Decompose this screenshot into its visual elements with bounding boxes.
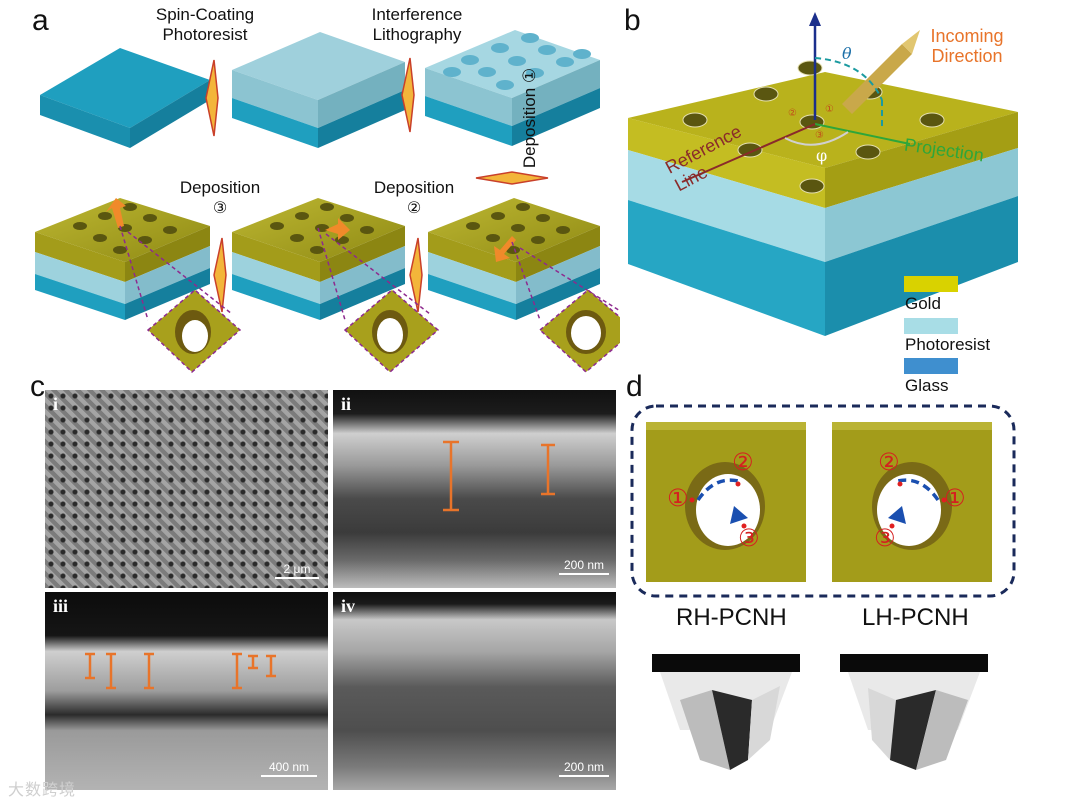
inset-tiles [146, 289, 620, 374]
legend-label-photoresist: Photoresist [905, 335, 991, 354]
sem-image-iv: iv 200 nm [333, 592, 616, 790]
svg-text:①: ① [825, 104, 834, 115]
scalebar-iii: 400 nm [261, 760, 317, 777]
step-spin-line1: Spin-Coating [155, 5, 255, 24]
scalebar-iii-text: 400 nm [268, 760, 310, 774]
step-dep3-num: ③ [212, 198, 228, 217]
scalebar-ii: 200 nm [559, 558, 609, 575]
incoming-line2: Direction [931, 46, 1003, 66]
lh-3d-render [840, 654, 988, 770]
step-spin-coating: Spin-Coating Photoresist [140, 5, 270, 45]
sem-image-i: i 2 μm [45, 390, 328, 588]
gold-slab-3 [35, 198, 210, 320]
svg-text:②: ② [788, 108, 797, 119]
panel-b-diagram: ② ① ③ [628, 12, 1018, 374]
scalebar-i-text: 2 μm [283, 562, 311, 576]
process-arrow [475, 171, 549, 185]
panel-a-label: a [32, 4, 49, 37]
incoming-direction-label: Incoming Direction [912, 26, 1022, 66]
scalebar-i: 2 μm [275, 562, 319, 579]
scalebar-iv: 200 nm [559, 760, 609, 777]
panel-b-label: b [624, 4, 641, 37]
lh-pcnh-tile [832, 422, 992, 582]
step-int-line1: Interference [371, 5, 463, 24]
rh-mark-3: ③ [738, 524, 760, 552]
step-dep1-label: Deposition [520, 87, 539, 169]
process-arrow [401, 57, 415, 133]
sem-label-ii: ii [341, 394, 352, 414]
phi-label: φ [816, 146, 828, 165]
step-deposition-1: Deposition ① [520, 58, 540, 178]
sem-image-iii: iii 400 nm [45, 592, 328, 790]
glass-slab [40, 48, 210, 148]
panel-d-diagram [630, 404, 1016, 770]
patterned-resist-slab [425, 30, 600, 146]
incoming-line1: Incoming [930, 26, 1004, 46]
legend-swatch-gold [904, 276, 958, 292]
step-spin-line2: Photoresist [162, 25, 248, 44]
gold-slab-1 [428, 198, 600, 320]
process-arrow [213, 237, 227, 313]
legend-swatch-photoresist [904, 318, 958, 334]
sem-label-i: i [53, 394, 59, 414]
step-dep1-num: ① [520, 67, 540, 84]
scalebar-iv-text: 200 nm [563, 760, 605, 774]
panel-d-label: d [626, 370, 643, 403]
sem-label-iv: iv [341, 596, 356, 616]
sem-label-iii: iii [53, 596, 69, 616]
resist-slab [232, 32, 405, 148]
rh-3d-render [652, 654, 800, 770]
thickness-markers-ii [443, 440, 555, 512]
legend-label-glass: Glass [905, 376, 949, 395]
process-arrow [409, 237, 423, 313]
panel-a-diagram [35, 30, 620, 374]
lh-pcnh-title: LH-PCNH [862, 604, 969, 631]
rh-mark-1: ① [667, 484, 689, 512]
svg-text:③: ③ [815, 130, 824, 141]
rh-pcnh-tile [646, 422, 806, 582]
rh-pcnh-title: RH-PCNH [676, 604, 787, 631]
lh-mark-1: ① [944, 484, 966, 512]
sem-image-ii: ii 200 nm [333, 390, 616, 588]
lh-mark-3: ③ [874, 524, 896, 552]
scalebar-ii-text: 200 nm [563, 558, 605, 572]
step-deposition-2: Deposition ② [354, 178, 474, 218]
theta-label: θ [842, 44, 852, 63]
panel-c-label: c [30, 370, 45, 403]
zoom-insets [119, 225, 620, 321]
step-dep2-num: ② [406, 198, 422, 217]
step-int-line2: Lithography [372, 25, 462, 44]
watermark: 大数跨境 [8, 782, 77, 799]
thickness-markers-iii [85, 652, 276, 690]
step-dep2-label: Deposition [373, 178, 455, 197]
lh-mark-2: ② [878, 448, 900, 476]
legend-label-gold: Gold [905, 294, 941, 313]
step-deposition-3: Deposition ③ [160, 178, 280, 218]
rh-mark-2: ② [732, 448, 754, 476]
process-arrow [205, 59, 219, 137]
step-dep3-label: Deposition [179, 178, 261, 197]
step-interference: Interference Lithography [352, 5, 482, 45]
legend-swatch-glass [904, 358, 958, 374]
